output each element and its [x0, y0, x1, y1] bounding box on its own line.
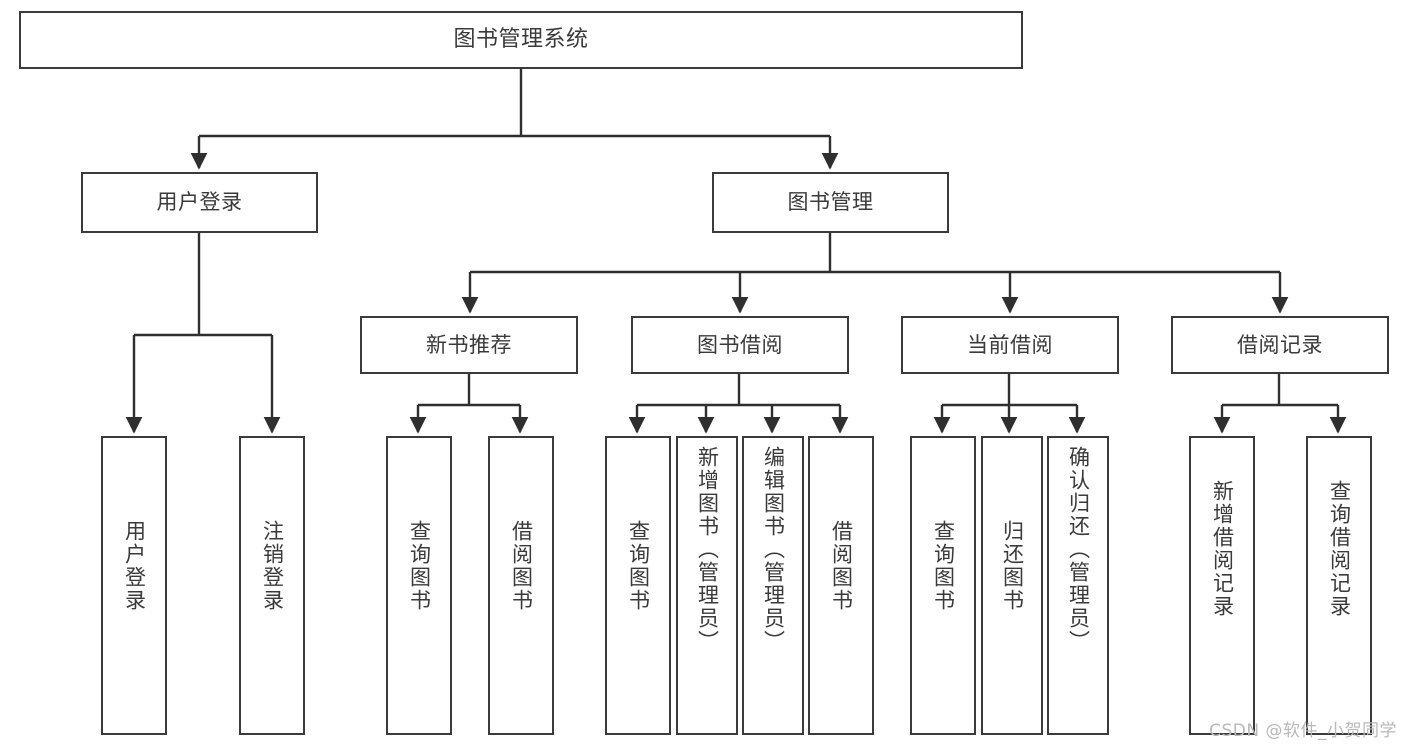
node-label: 确认归还（管理员）	[1066, 446, 1091, 653]
leaf-return-book[interactable]: 归还图书	[981, 436, 1043, 735]
node-label: 用户登录	[122, 520, 147, 612]
node-borrow-record[interactable]: 借阅记录	[1171, 316, 1389, 374]
leaf-borrow-book[interactable]: 借阅图书	[808, 436, 874, 735]
leaf-query-book-recommend[interactable]: 查询图书	[386, 436, 452, 735]
node-label: 新增借阅记录	[1210, 480, 1235, 618]
leaf-query-book-borrow[interactable]: 查询图书	[605, 436, 671, 735]
leaf-confirm-return-admin[interactable]: 确认归还（管理员）	[1047, 436, 1109, 735]
leaf-logout[interactable]: 注销登录	[239, 436, 305, 735]
node-book-borrow[interactable]: 图书借阅	[631, 316, 849, 374]
node-label: 新增图书（管理员）	[695, 446, 720, 653]
node-label: 注销登录	[260, 520, 285, 612]
node-label: 查询图书	[931, 520, 956, 612]
leaf-add-borrow-record[interactable]: 新增借阅记录	[1189, 436, 1255, 735]
node-root-system[interactable]: 图书管理系统	[19, 11, 1023, 69]
node-label: 借阅记录	[1237, 332, 1323, 357]
node-user-login[interactable]: 用户登录	[81, 172, 318, 233]
leaf-query-book-current[interactable]: 查询图书	[910, 436, 976, 735]
node-book-management[interactable]: 图书管理	[712, 172, 949, 233]
node-label: 查询图书	[407, 520, 432, 612]
leaf-add-book-admin[interactable]: 新增图书（管理员）	[676, 436, 738, 735]
node-label: 编辑图书（管理员）	[761, 446, 786, 653]
csdn-watermark: CSDN @软件_小贺同学	[1209, 721, 1397, 741]
node-label: 图书管理系统	[453, 27, 589, 53]
leaf-borrow-book-recommend[interactable]: 借阅图书	[488, 436, 554, 735]
leaf-edit-book-admin[interactable]: 编辑图书（管理员）	[742, 436, 804, 735]
node-new-book-recommend[interactable]: 新书推荐	[360, 316, 578, 374]
node-label: 新书推荐	[426, 332, 512, 357]
node-label: 查询借阅记录	[1327, 480, 1352, 618]
node-label: 借阅图书	[829, 520, 854, 612]
node-label: 当前借阅	[967, 332, 1053, 357]
node-label: 用户登录	[156, 190, 243, 215]
node-label: 借阅图书	[509, 520, 534, 612]
leaf-query-borrow-record[interactable]: 查询借阅记录	[1306, 436, 1372, 735]
node-label: 查询图书	[626, 520, 651, 612]
node-label: 归还图书	[1000, 520, 1025, 612]
node-current-borrow[interactable]: 当前借阅	[901, 316, 1119, 374]
leaf-user-login[interactable]: 用户登录	[101, 436, 167, 735]
node-label: 图书借阅	[697, 332, 783, 357]
node-label: 图书管理	[787, 190, 874, 215]
